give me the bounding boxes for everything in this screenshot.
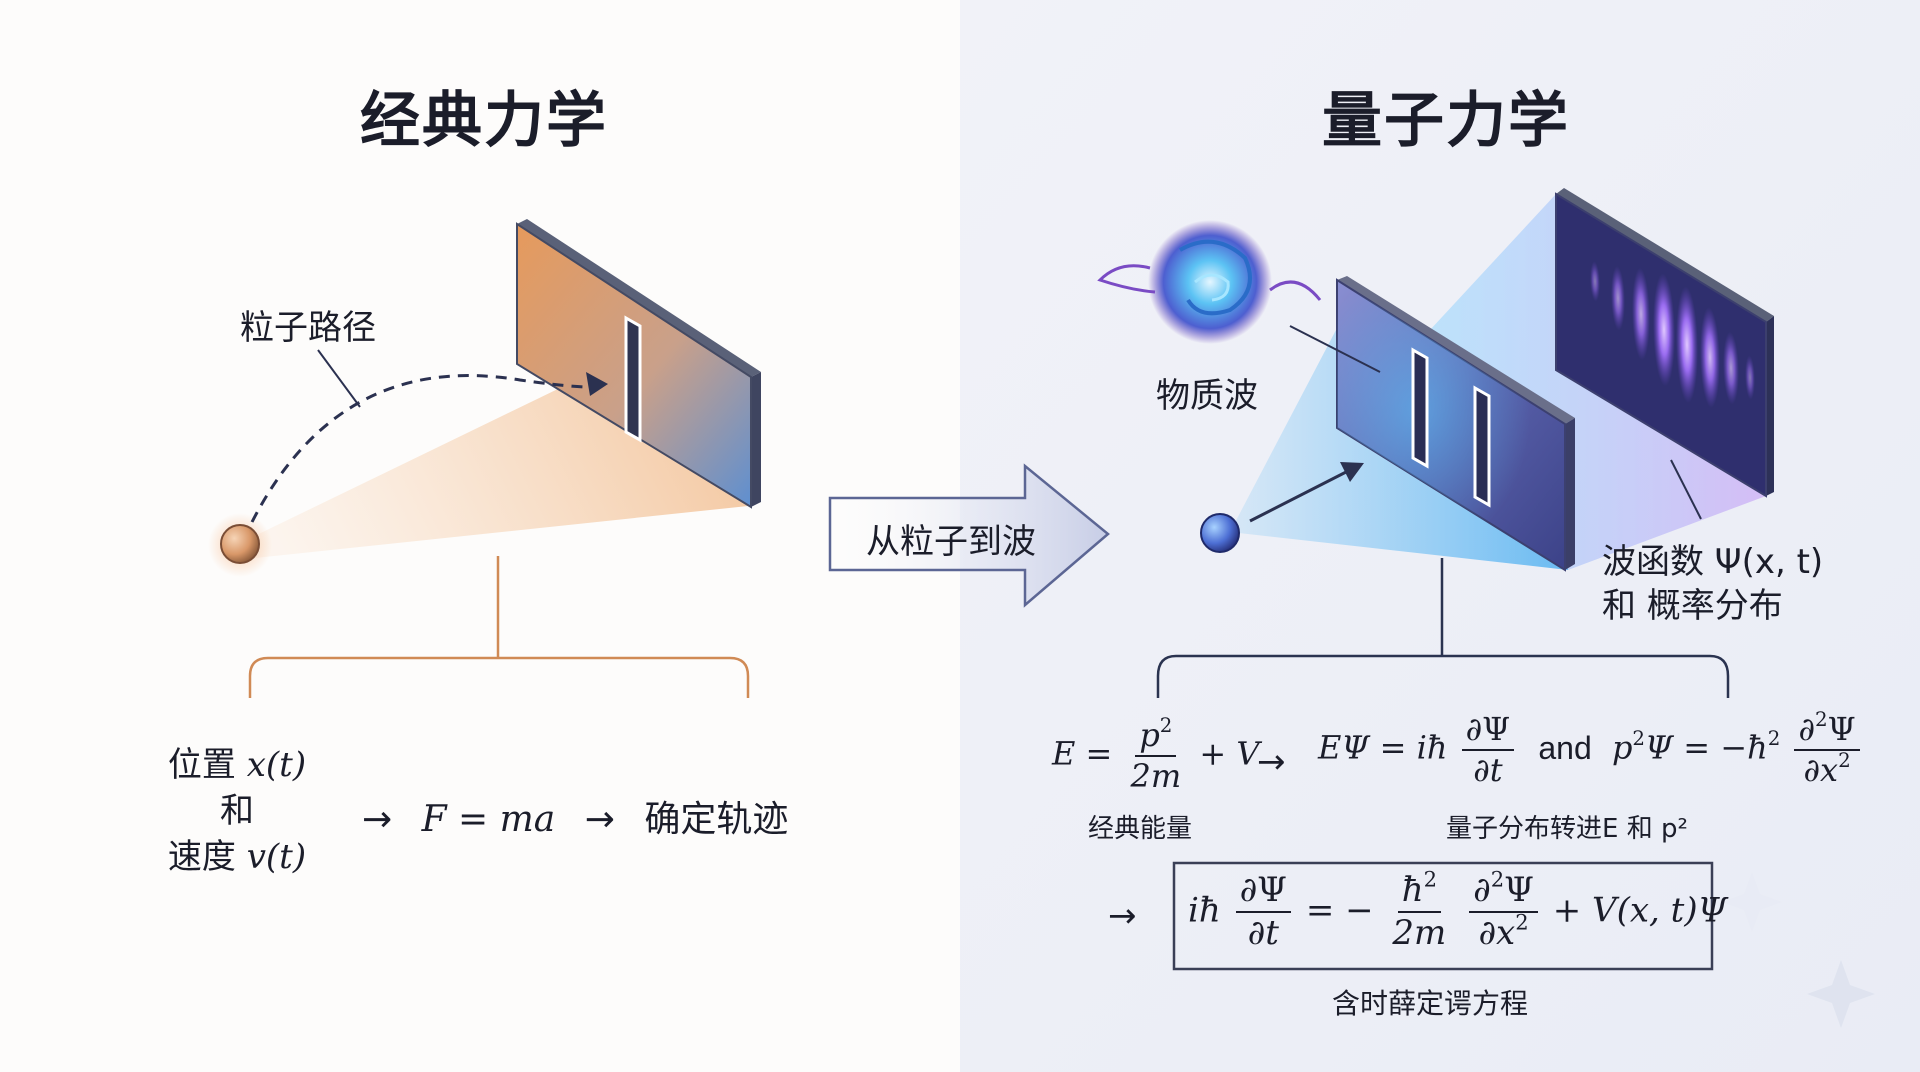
sch-dt: ∂t [1247, 913, 1279, 954]
slit-2 [1473, 385, 1491, 508]
position-label: 位置 [167, 745, 236, 785]
quantum-bracket [1156, 654, 1730, 698]
eq2-lhs: EΨ = iħ [1318, 728, 1448, 767]
classical-bracket [248, 656, 750, 698]
velocity-label: 速度 [167, 837, 236, 877]
sch-minus: = − [1305, 890, 1374, 931]
sch-dpsi: ∂Ψ [1235, 871, 1291, 914]
wavefunction-label-2: 和 概率分布 [1602, 586, 1783, 626]
eq1-p: p [1139, 716, 1160, 754]
classical-chain: → F = ma → 确定轨迹 [362, 790, 788, 842]
dashed-particle-path [250, 374, 606, 523]
position-var: x(t) [246, 745, 307, 785]
eq-arrow-1: → [1257, 742, 1286, 782]
matter-wave-label: 物质波 [1156, 376, 1258, 416]
sch-dx: ∂x [1478, 913, 1516, 954]
particle-path-label: 粒子路径 [240, 308, 376, 348]
transition-label: 从粒子到波 [866, 522, 1036, 562]
sparkle-icon [1722, 872, 1782, 932]
sch-d: ∂ [1473, 870, 1491, 910]
schrodinger-arrow: → [1108, 896, 1137, 936]
particle-arrowhead [1340, 462, 1364, 482]
interference-pattern [1590, 261, 1755, 408]
wavefunction-label-1: 波函数 Ψ(x, t) [1602, 542, 1824, 582]
eq1-plus-V: + V [1199, 734, 1260, 773]
classical-slit-scene [208, 219, 761, 698]
slit-1 [1411, 347, 1429, 469]
eq2-dt: ∂t [1473, 751, 1503, 790]
eq1-E: E [1052, 734, 1076, 773]
and-label: 和 [220, 791, 254, 831]
matter-wave-icon [1148, 220, 1272, 344]
classical-title: 经典力学 [360, 86, 608, 156]
eq2-p: p [1611, 728, 1633, 767]
result-label: 确定轨迹 [644, 799, 789, 840]
path-arrowhead [586, 372, 608, 396]
eq2-caption: 量子分布转进E 和 p² [1446, 814, 1688, 844]
quantum-slit-scene [1097, 188, 1774, 971]
eq2-dpsi: ∂Ψ [1461, 711, 1515, 752]
newton-law: F = ma [421, 799, 556, 840]
eq2-d: ∂ [1798, 710, 1816, 748]
arrow-2: → [584, 799, 615, 840]
eq2-and: and [1538, 729, 1592, 766]
sch-2m: 2m [1392, 913, 1447, 954]
eq2-rhs: Ψ = −ħ [1645, 728, 1768, 767]
eq1-caption: 经典能量 [1088, 814, 1193, 844]
classical-particle [220, 524, 260, 564]
velocity-var: v(t) [246, 837, 307, 877]
transition-arrow [828, 463, 1110, 608]
quantum-title: 量子力学 [1322, 86, 1570, 156]
schrodinger-caption: 含时薛定谔方程 [1332, 987, 1529, 1020]
arrow-1: → [362, 799, 393, 840]
sch-ih: iħ [1188, 890, 1221, 931]
quantum-particle [1200, 513, 1240, 553]
quantum-operator-eq: EΨ = iħ ∂Ψ∂t and p2Ψ = −ħ2 ∂2Ψ∂x2 [1318, 710, 1864, 790]
sparkle-icon [1807, 960, 1875, 1028]
state-variables: 位置 x(t) 和 速度 v(t) [142, 742, 332, 880]
eq1-2m: 2m [1130, 757, 1182, 796]
sch-tail: + V(x, t)Ψ [1552, 890, 1728, 931]
schrodinger-box [1172, 861, 1714, 971]
eq1-equals: = [1085, 734, 1113, 773]
sch-hbar: ħ [1401, 870, 1424, 910]
eq2-dx: ∂x [1803, 751, 1839, 790]
single-slit [624, 315, 642, 443]
